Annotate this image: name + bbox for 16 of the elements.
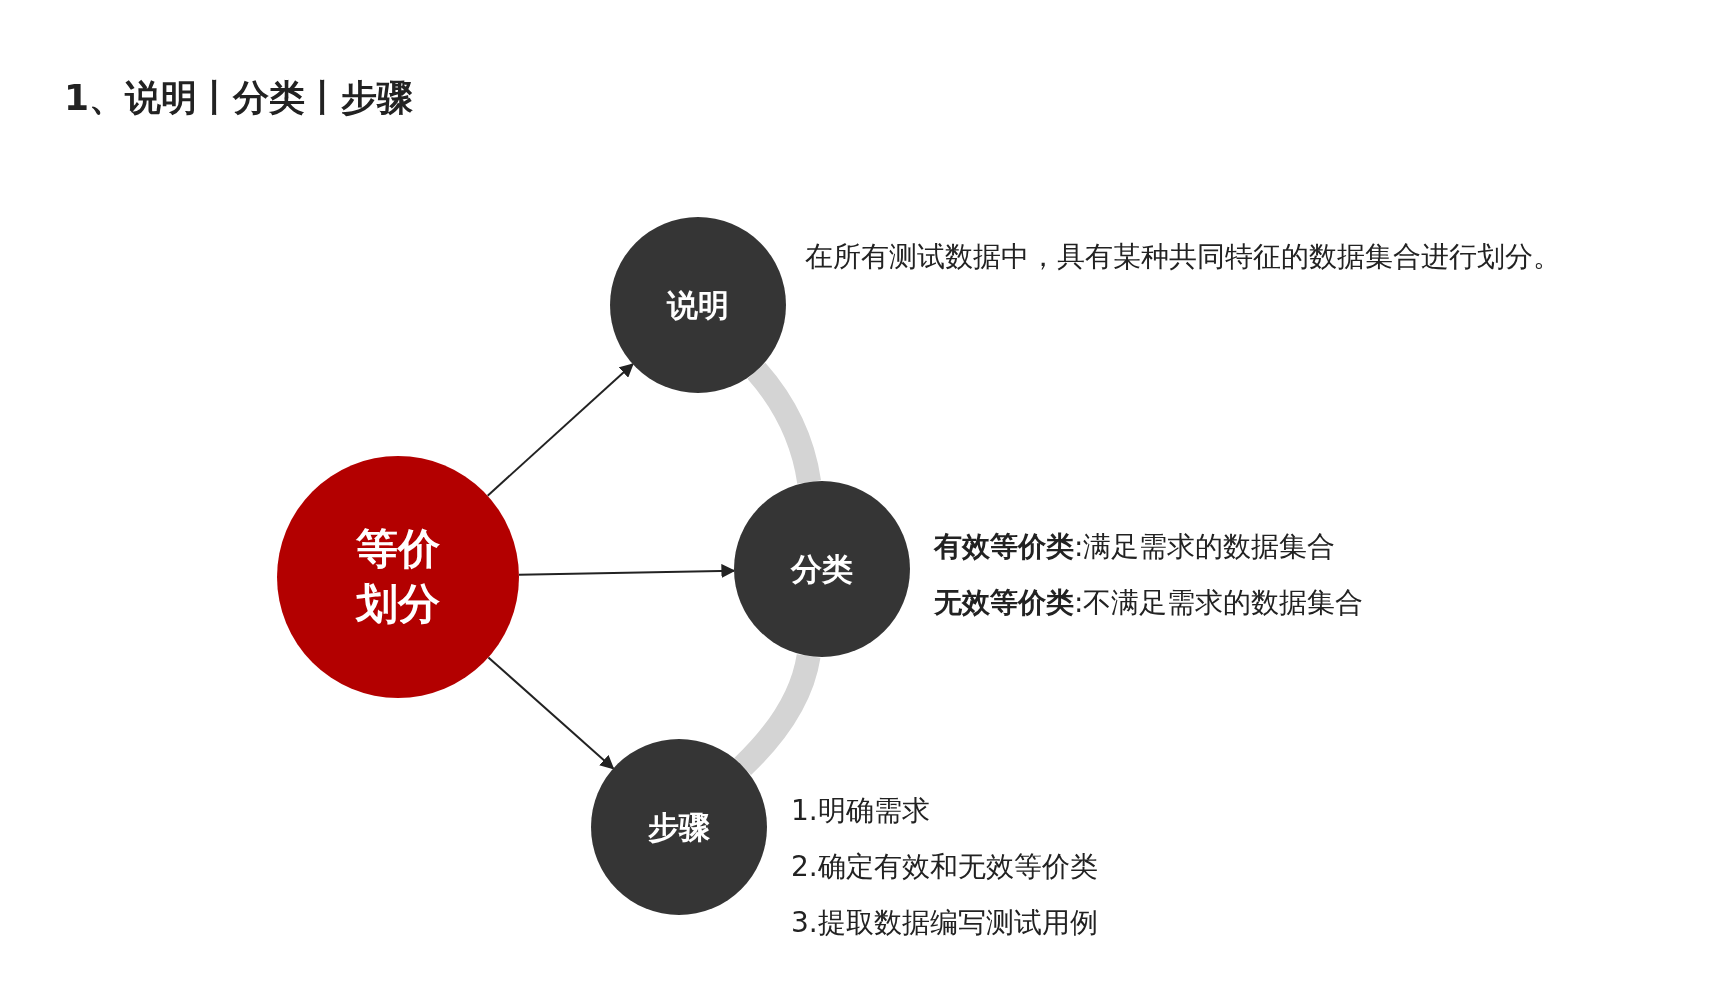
description-text: 有效等价类:满足需求的数据集合 [934, 529, 1336, 565]
circle-label: 等价划分 [354, 523, 441, 630]
arrow [486, 363, 634, 497]
arrow [518, 563, 736, 578]
title: 1、说明丨分类丨步骤 [64, 76, 414, 120]
description-text: 无效等价类:不满足需求的数据集合 [934, 585, 1364, 621]
description-text: 在所有测试数据中，具有某种共同特征的数据集合进行划分。 [805, 239, 1561, 275]
connector-band [747, 363, 821, 484]
circle-label: 分类 [791, 549, 853, 589]
description-text: 1.明确需求 [791, 793, 930, 829]
arrow [487, 656, 615, 770]
description-text: 2.确定有效和无效等价类 [791, 849, 1098, 885]
circle-label: 说明 [667, 285, 729, 325]
connector-band [734, 653, 821, 775]
circle-label: 步骤 [648, 807, 710, 847]
description-text: 3.提取数据编写测试用例 [791, 905, 1098, 941]
